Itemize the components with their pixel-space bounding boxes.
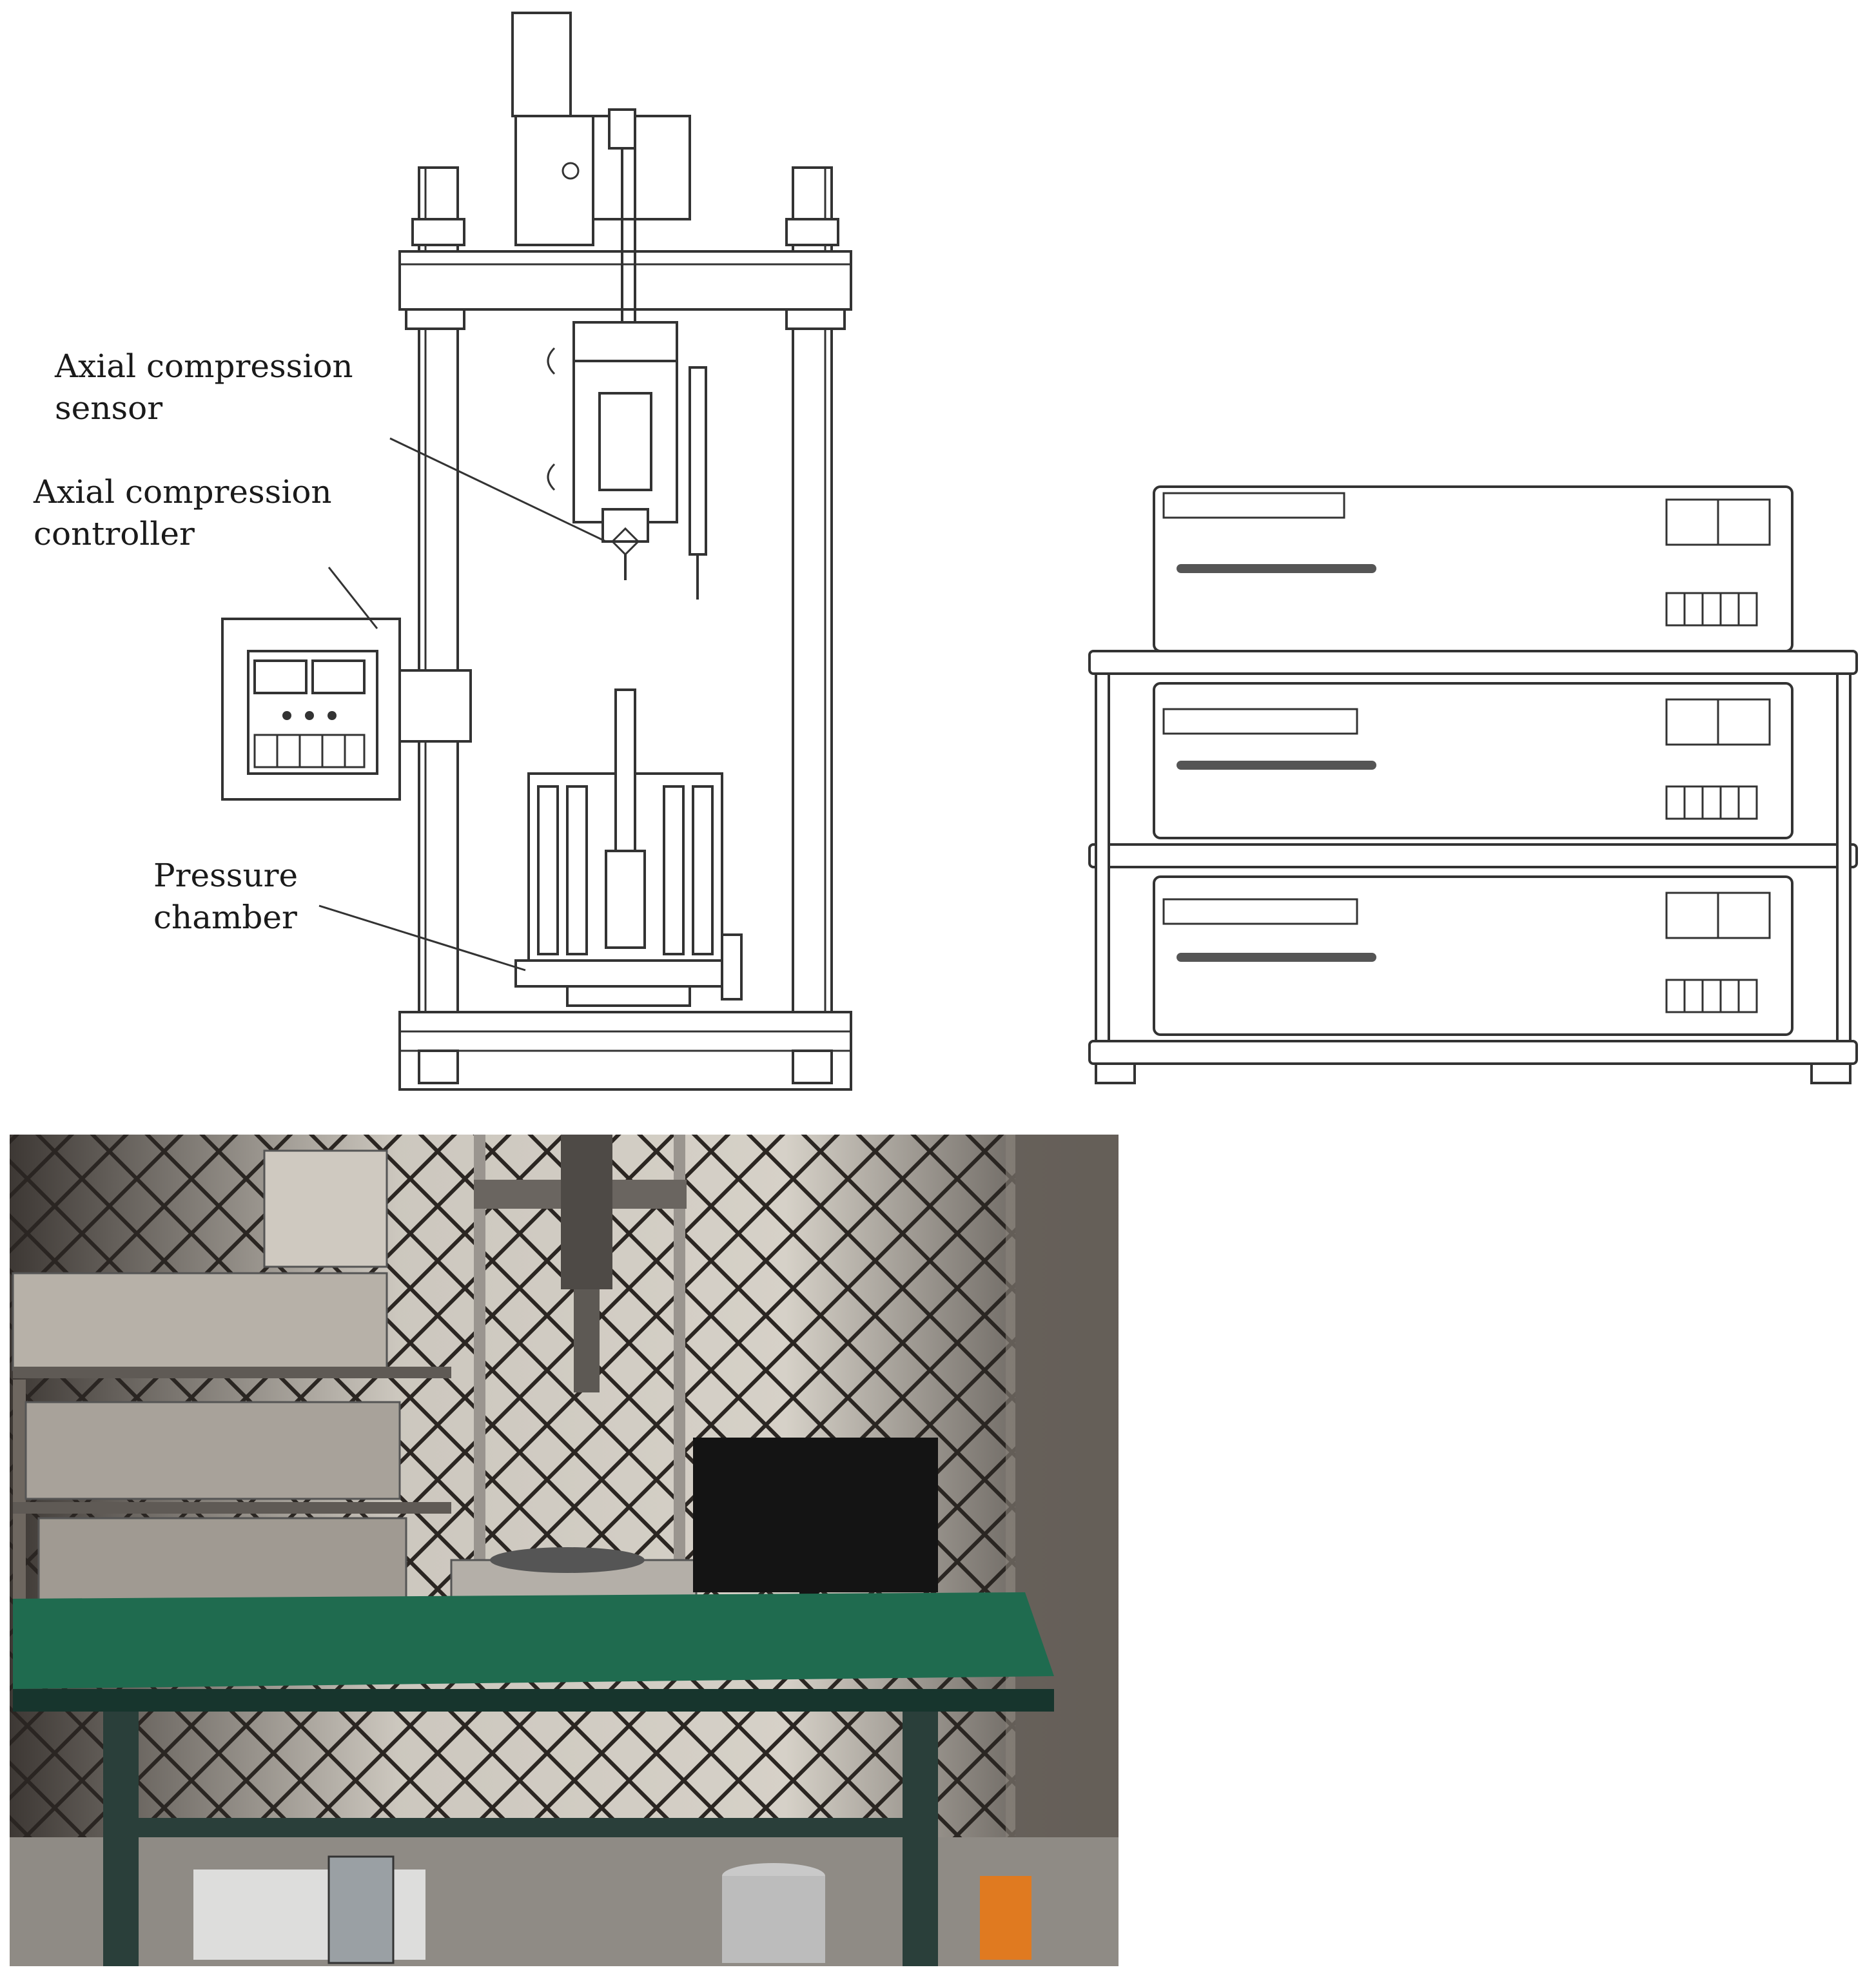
desk-leg-left [103,1712,139,1966]
axial-compression-controller-box [221,618,401,801]
controller-unit-2 [1153,682,1793,839]
monitor [693,1438,938,1592]
desk-leg-right [903,1712,938,1966]
desk-top [13,1592,1054,1689]
rack-shelf-middle [1088,843,1858,868]
leader-line-sensor [389,437,607,543]
crossbeam [398,250,852,311]
controller-unit-3 [1153,875,1793,1036]
label-axial-controller-line1: Axial compression [33,473,332,511]
leader-line-chamber [318,904,526,971]
label-pressure-chamber-line1: Pressure [153,857,298,894]
controller-unit-1 [1153,485,1793,652]
rack-shelf-top [1088,650,1858,675]
stacked-controllers-drawing [1088,485,1858,1084]
label-axial-sensor-line1: Axial compression [54,347,353,385]
lab-photo [10,1135,1119,1966]
motor [511,12,572,117]
label-axial-sensor-line2: sensor [55,389,162,427]
loading-frame-drawing [398,12,852,1091]
label-axial-controller-line2: controller [34,515,195,552]
leader-line-controller [327,567,378,629]
label-pressure-chamber-line2: chamber [153,899,297,936]
rack-shelf-bottom [1088,1040,1858,1065]
